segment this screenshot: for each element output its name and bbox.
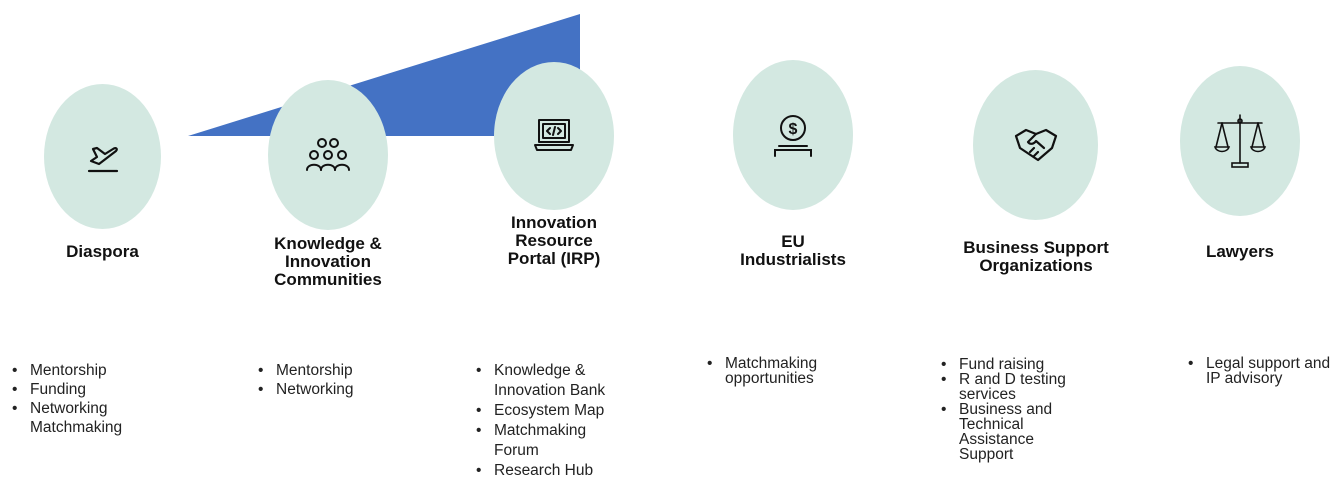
- laptop-code-icon: [534, 119, 574, 151]
- eu-circle: $: [733, 60, 853, 210]
- diaspora-bullets: Mentorship Funding Networking Matchmakin…: [12, 361, 172, 437]
- eu-title: EU Industrialists: [740, 232, 846, 269]
- list-item: Knowledge & Innovation Bank: [476, 361, 622, 401]
- eu-bullets: Matchmaking opportunities: [707, 356, 857, 387]
- list-item: Legal support and IP advisory: [1188, 356, 1342, 387]
- community-people-icon: [306, 138, 350, 171]
- lawyers-title: Lawyers: [1205, 242, 1275, 261]
- list-item: Networking: [258, 380, 408, 399]
- list-item: Funding: [12, 380, 172, 399]
- dollar-coin-hand-icon: $: [774, 115, 812, 157]
- lawyers-circle: [1180, 66, 1300, 216]
- airplane-departure-icon: [87, 146, 118, 172]
- list-item: Ecosystem Map: [476, 401, 636, 421]
- list-item: Fund raising: [941, 357, 1081, 373]
- list-item: Matchmaking Forum: [476, 421, 622, 461]
- irp-bullets: Knowledge & Innovation Bank Ecosystem Ma…: [476, 361, 636, 481]
- lawyers-bullets: Legal support and IP advisory: [1188, 356, 1342, 387]
- list-item: Networking Matchmaking: [12, 399, 150, 437]
- diaspora-circle: [44, 84, 161, 229]
- irp-title: Innovation Resource Portal (IRP): [507, 213, 601, 268]
- list-item: Matchmaking opportunities: [707, 356, 857, 387]
- list-item: Mentorship: [258, 361, 408, 380]
- list-item: Business and Technical Assistance Suppor…: [941, 402, 1069, 463]
- list-item: Mentorship: [12, 361, 172, 380]
- bso-circle: [973, 70, 1098, 220]
- bso-title: Business Support Organizations: [963, 238, 1109, 275]
- kic-circle: [268, 80, 388, 230]
- diaspora-title: Diaspora: [66, 242, 139, 261]
- kic-bullets: Mentorship Networking: [258, 361, 408, 399]
- scales-of-justice-icon: [1213, 114, 1267, 168]
- kic-title: Knowledge & Innovation Communities: [274, 234, 382, 289]
- list-item: Research Hub: [476, 461, 636, 481]
- irp-circle: [494, 62, 614, 210]
- bso-bullets: Fund raising R and D testing services Bu…: [941, 357, 1081, 463]
- list-item: R and D testing services: [941, 372, 1081, 403]
- svg-text:$: $: [789, 121, 798, 138]
- handshake-icon: [1014, 128, 1057, 162]
